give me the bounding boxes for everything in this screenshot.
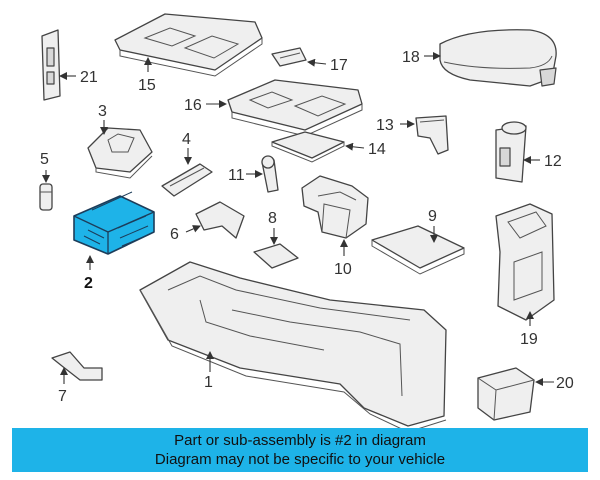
callout-9: 9 [428, 208, 438, 243]
svg-text:12: 12 [544, 153, 562, 170]
callout-19: 19 [520, 311, 538, 348]
svg-text:20: 20 [556, 375, 574, 392]
callout-7: 7 [58, 367, 68, 405]
part-16-tray-panel[interactable] [227, 79, 363, 137]
callout-6: 6 [170, 225, 201, 243]
part-5-plug[interactable] [39, 183, 53, 211]
part-2-highlighted[interactable] [73, 191, 155, 255]
callout-20: 20 [535, 375, 574, 392]
svg-text:16: 16 [184, 97, 202, 114]
svg-text:15: 15 [138, 77, 156, 94]
part-8-foot[interactable] [253, 243, 299, 269]
callout-13: 13 [376, 117, 415, 134]
svg-text:14: 14 [368, 141, 386, 158]
part-13-bracket[interactable] [415, 115, 449, 155]
svg-text:17: 17 [330, 57, 348, 74]
part-4-cover[interactable] [161, 163, 213, 197]
part-21-handle[interactable] [41, 29, 61, 101]
callout-1: 1 [204, 351, 214, 391]
part-14-pad[interactable] [271, 131, 345, 163]
callout-18: 18 [402, 49, 441, 66]
part-3-boot[interactable] [87, 127, 153, 179]
callout-15: 15 [138, 57, 156, 94]
part-17-clip[interactable] [271, 47, 307, 67]
part-10-bracket[interactable] [301, 175, 369, 239]
callout-11: 11 [228, 167, 263, 184]
svg-text:9: 9 [428, 208, 437, 225]
part-18-armrest-lid[interactable] [439, 29, 557, 87]
callout-21: 21 [59, 69, 98, 86]
svg-text:3: 3 [98, 103, 107, 120]
callout-8: 8 [268, 210, 278, 245]
svg-text:2: 2 [84, 275, 93, 292]
svg-text:21: 21 [80, 69, 98, 86]
part-7-bracket[interactable] [51, 351, 103, 381]
part-6-clip[interactable] [195, 201, 245, 239]
part-19-side-panel[interactable] [495, 203, 555, 321]
svg-text:18: 18 [402, 49, 420, 66]
callout-3: 3 [98, 103, 108, 135]
part-12-cup-holder[interactable] [495, 121, 527, 183]
svg-text:7: 7 [58, 388, 67, 405]
svg-text:5: 5 [40, 151, 49, 168]
svg-text:1: 1 [204, 374, 213, 391]
callout-12: 12 [523, 153, 562, 170]
callout-17: 17 [307, 57, 348, 74]
svg-text:19: 19 [520, 331, 538, 348]
svg-text:6: 6 [170, 226, 179, 243]
svg-text:10: 10 [334, 261, 352, 278]
svg-text:4: 4 [182, 131, 191, 148]
part-9-board[interactable] [371, 225, 465, 275]
svg-text:8: 8 [268, 210, 277, 227]
callout-2: 2 [84, 255, 94, 292]
callout-14: 14 [345, 141, 386, 158]
callout-10: 10 [334, 239, 352, 278]
svg-text:11: 11 [228, 167, 245, 184]
part-15-tray[interactable] [114, 13, 263, 77]
banner-line-2: Diagram may not be specific to your vehi… [154, 451, 446, 468]
callout-4: 4 [182, 131, 192, 165]
callout-16: 16 [184, 97, 227, 114]
callout-5: 5 [40, 151, 50, 183]
part-1-console[interactable] [139, 261, 447, 433]
part-11-knob[interactable] [261, 155, 279, 193]
banner-line-1: Part or sub-assembly is #2 in diagram [174, 432, 426, 449]
info-banner: Part or sub-assembly is #2 in diagram Di… [12, 428, 588, 472]
part-20-box[interactable] [477, 367, 535, 421]
svg-text:13: 13 [376, 117, 394, 134]
